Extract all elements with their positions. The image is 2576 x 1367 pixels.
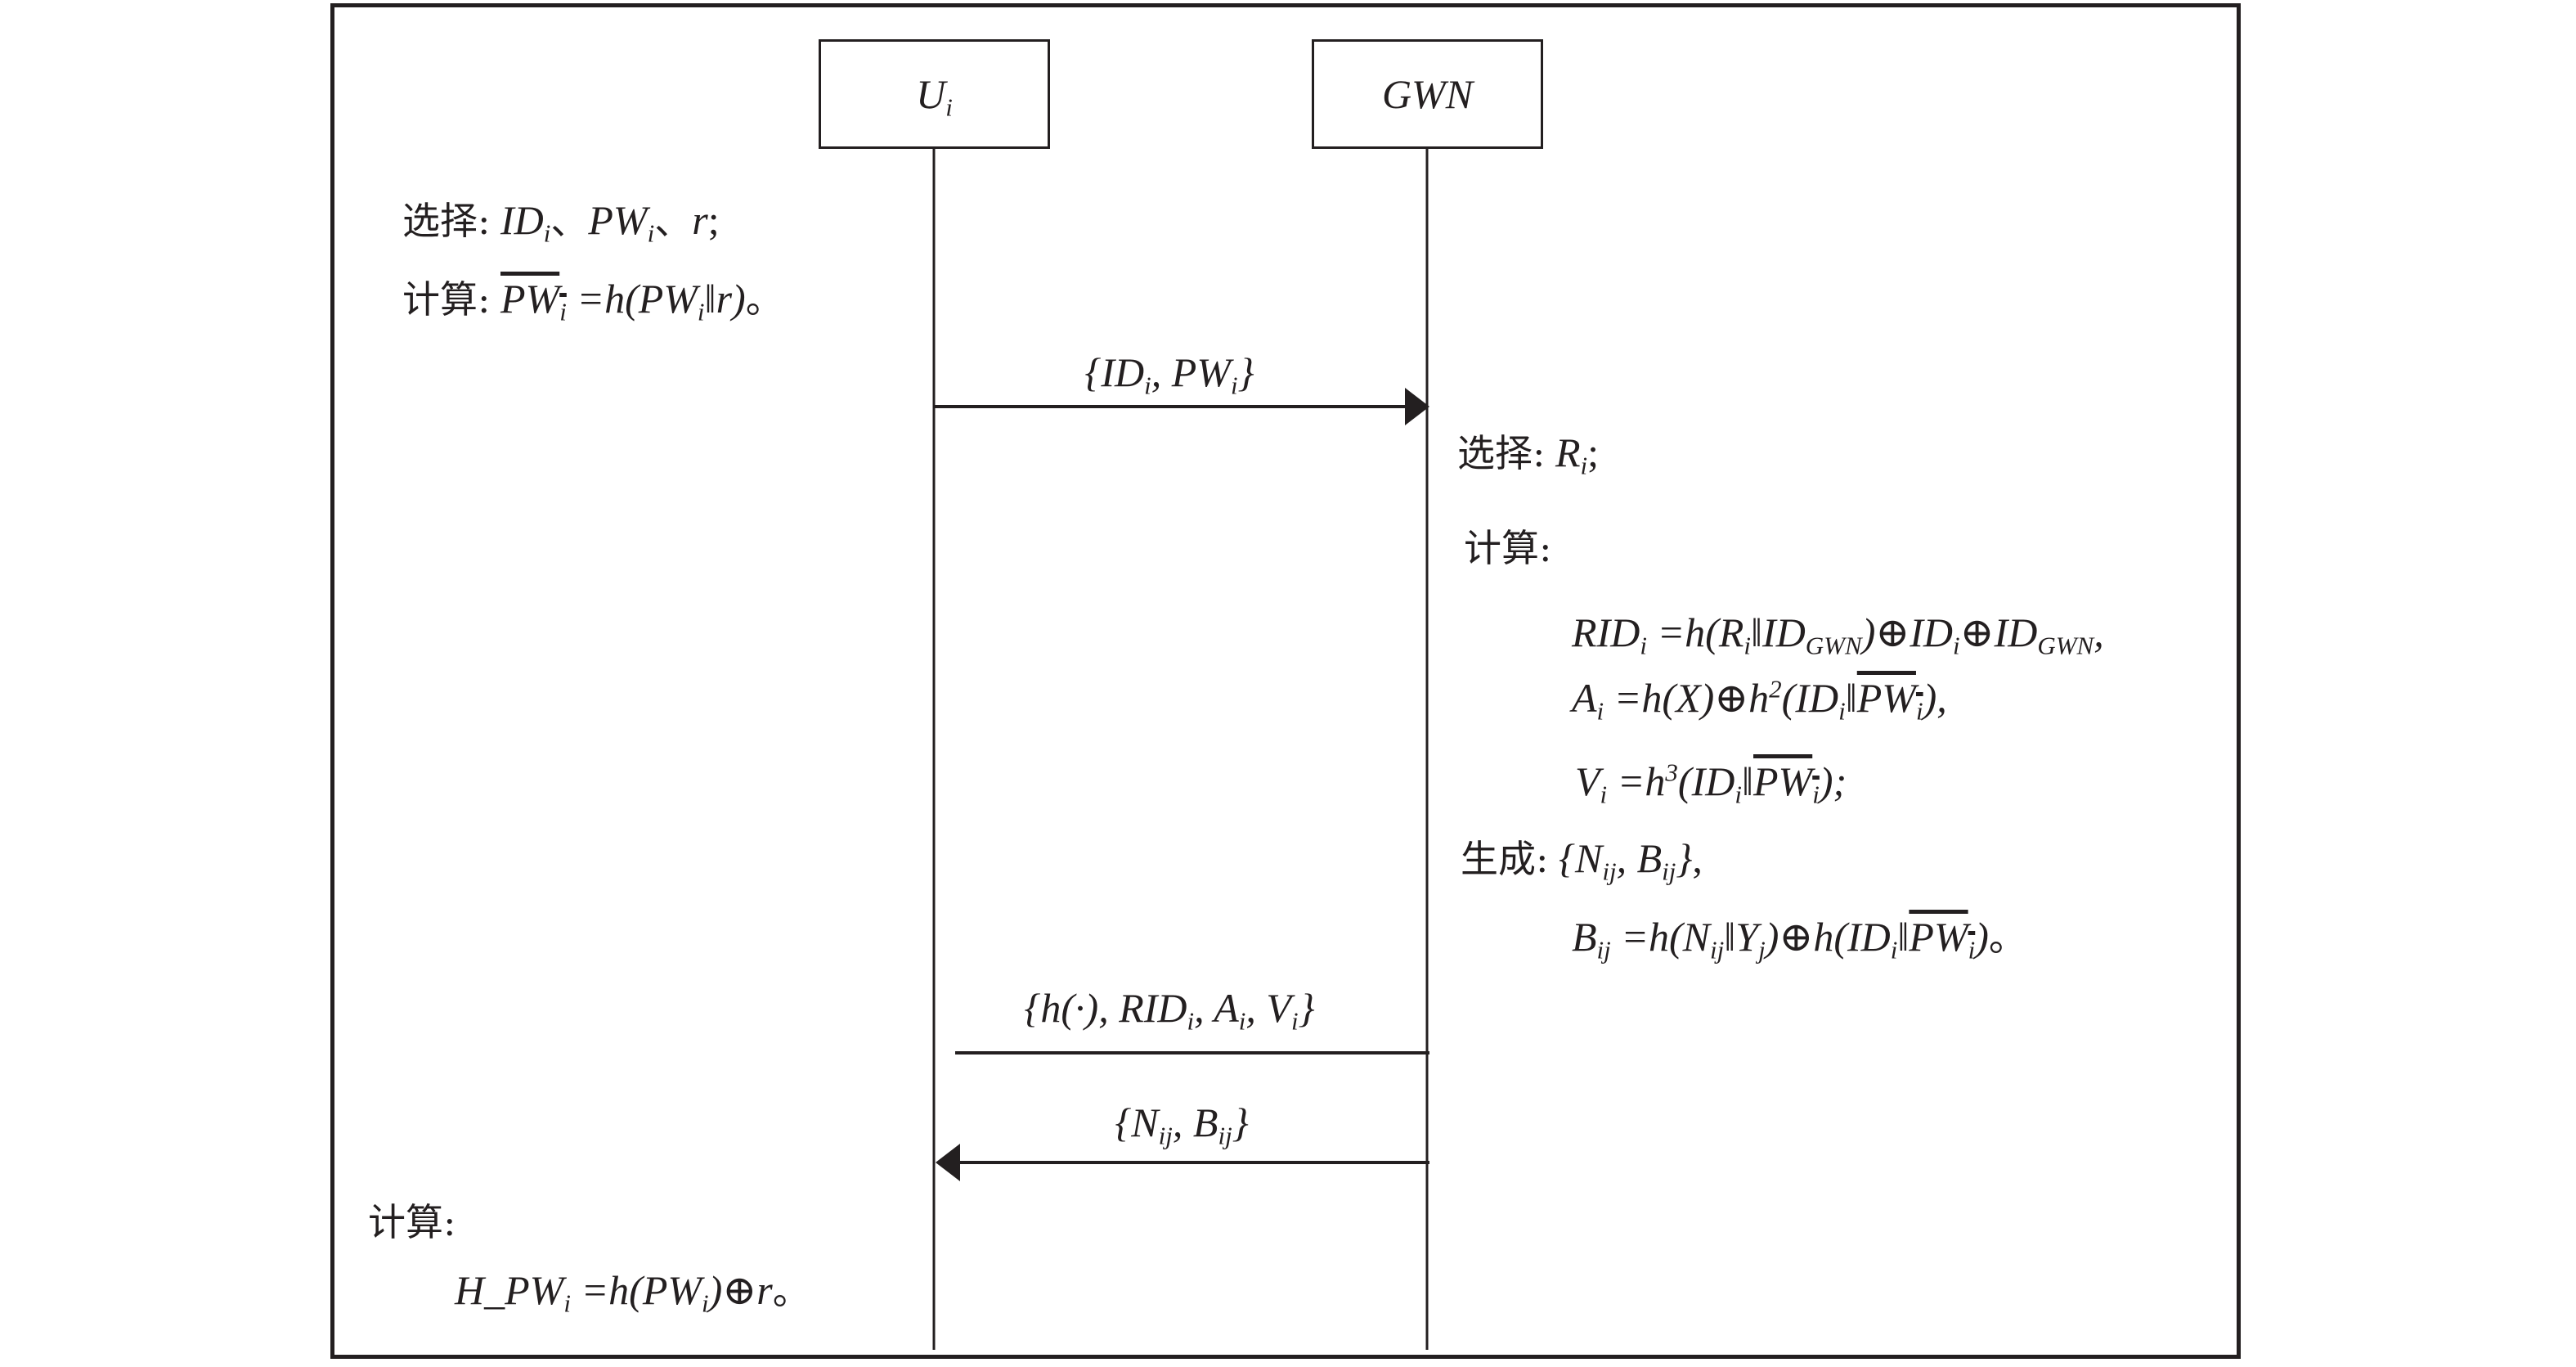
gateway-rid-formula: RIDi =h(Ri‖IDGWN)⊕IDi⊕IDGWN,	[1572, 609, 2104, 660]
actor-user: Ui	[819, 39, 1050, 149]
message-1-label: {IDi, PWi}	[1084, 349, 1254, 400]
gateway-v-formula: Vi =h3(IDi‖PWi);	[1575, 758, 1847, 809]
user-final-compute-formula: H_PWi =h(PWi)⊕r。	[455, 1267, 810, 1318]
actor-gateway-label: GWN	[1381, 71, 1474, 117]
message-2-label: {h(·), RIDi, Ai, Vi}	[1024, 985, 1315, 1036]
gateway-select-step: 选择: Ri;	[1457, 429, 1600, 480]
message-3-arrowhead	[936, 1144, 960, 1181]
gateway-a-formula: Ai =h(X)⊕h2(IDi‖PWi),	[1572, 674, 1947, 726]
message-3-label: {Nij, Bij}	[1115, 1099, 1249, 1150]
actor-user-label: Ui	[916, 71, 953, 122]
diagram-frame	[330, 3, 2241, 1359]
user-compute-step: 计算: PWi =h(PWi‖r)。	[402, 276, 783, 326]
user-select-step: 选择: IDi、PWi、r;	[402, 197, 720, 248]
gateway-generate-step: 生成: {Nij, Bij},	[1461, 835, 1703, 886]
actor-gateway: GWN	[1312, 39, 1543, 149]
gateway-b-formula: Bij =h(Nij‖Yj)⊕h(IDi‖PWi)。	[1572, 914, 2026, 965]
gateway-compute-label: 计算:	[1464, 526, 1552, 570]
message-1-arrowhead	[1405, 388, 1429, 425]
user-final-compute-label: 计算:	[368, 1200, 456, 1244]
